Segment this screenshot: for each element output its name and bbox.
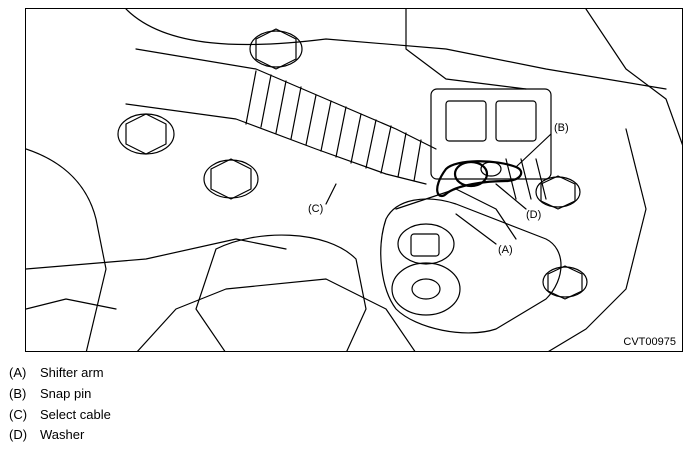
callout-a: (A) <box>498 244 513 256</box>
callout-d: (D) <box>526 209 541 221</box>
legend-letter: (D) <box>9 427 28 443</box>
bracket-shape <box>195 234 367 351</box>
figure-id: CVT00975 <box>623 336 676 348</box>
legend-item: (A) Shifter arm <box>9 363 111 384</box>
legend-letter: (B) <box>9 385 27 401</box>
legend-text: Select cable <box>40 406 111 422</box>
legend-item: (B) Snap pin <box>9 384 111 405</box>
transmission-illustration: (A) (B) (C) (D) <box>26 9 682 351</box>
legend-text: Snap pin <box>40 385 92 401</box>
bolt-shape <box>542 265 588 300</box>
callout-c: (C) <box>308 203 323 215</box>
bolt-shape <box>535 175 581 210</box>
legend-text: Washer <box>40 427 85 443</box>
select-cable-boot <box>125 48 437 185</box>
shifter-arm-shape <box>380 188 562 334</box>
legend-list: (A) Shifter arm (B) Snap pin (C) Select cab… <box>9 363 111 446</box>
legend-text: Shifter arm <box>40 365 104 380</box>
legend-item: (D) Washer <box>9 425 111 446</box>
legend-letter: (A) <box>9 365 27 380</box>
figure-frame: (A) (B) (C) (D) CVT00975 <box>25 8 683 352</box>
bolt-shape <box>203 158 259 200</box>
callout-b: (B) <box>554 122 569 134</box>
bolt-shape <box>117 113 175 155</box>
bolt-shape <box>249 28 303 70</box>
legend-letter: (C) <box>9 406 28 422</box>
legend-item: (C) Select cable <box>9 405 111 426</box>
